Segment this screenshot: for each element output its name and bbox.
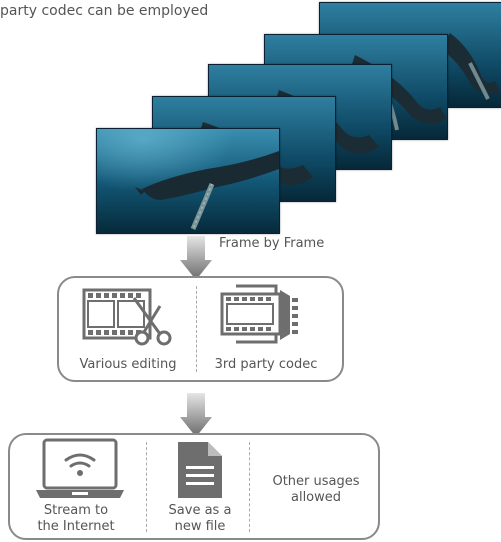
stream-label-line2: the Internet <box>37 519 115 534</box>
save-label-line2: new file <box>174 519 226 534</box>
third-party-codec-label: 3rd party codec <box>214 357 318 372</box>
other-label-line2: allowed <box>290 490 342 505</box>
processing-divider <box>196 286 197 372</box>
stream-to-internet-label: Stream to the Internet <box>20 503 132 535</box>
video-frame-1 <box>96 128 280 234</box>
save-new-file-label: Save as a new file <box>152 503 248 535</box>
frame-by-frame-label: Frame by Frame <box>219 236 325 251</box>
stream-label-line1: Stream to <box>43 503 109 518</box>
down-arrow-icon-2 <box>180 393 212 437</box>
other-label-line1: Other usages <box>272 474 360 489</box>
save-label-line1: Save as a <box>168 503 232 518</box>
document-icon <box>178 442 222 498</box>
top-caption: party codec can be employed <box>0 3 209 19</box>
codec-film-icon <box>220 284 298 344</box>
output-divider-2 <box>249 442 250 532</box>
laptop-wifi-icon <box>36 438 124 498</box>
other-usages-label: Other usages allowed <box>256 474 376 506</box>
various-editing-label: Various editing <box>79 357 177 372</box>
output-divider-1 <box>146 442 147 532</box>
down-arrow-icon <box>180 236 212 280</box>
film-scissors-icon <box>82 288 172 346</box>
